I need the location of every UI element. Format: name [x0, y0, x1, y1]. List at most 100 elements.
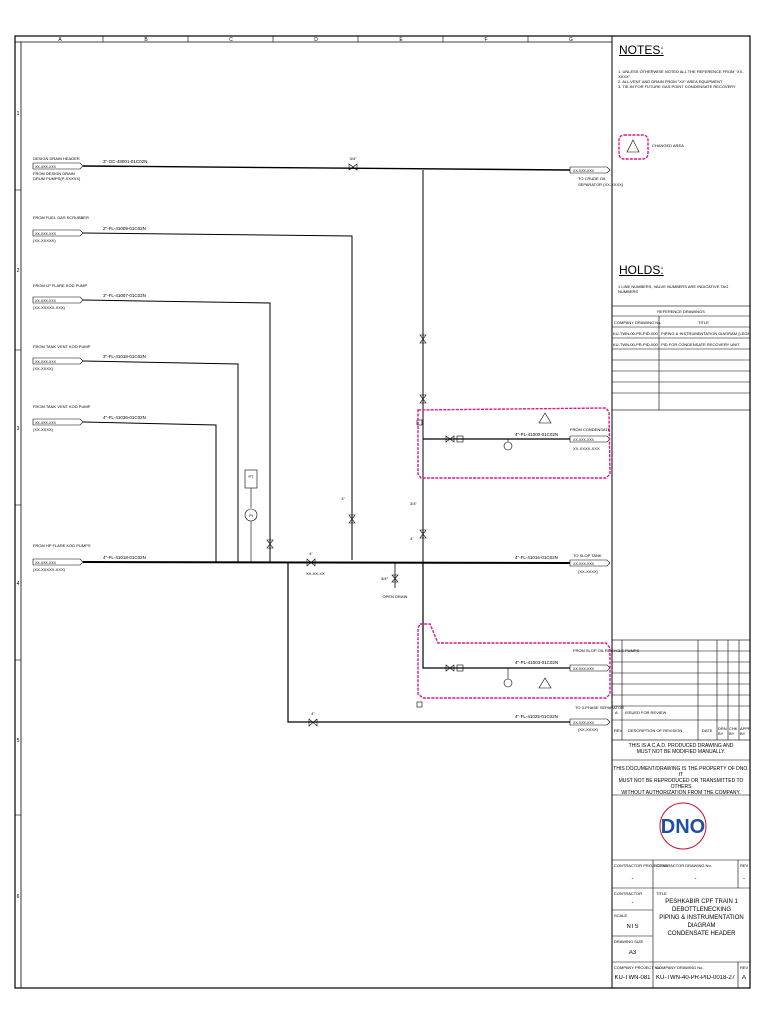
title-block-grid: [612, 759, 750, 988]
reference-row-1-number: KU-TWN-00-PR-PID-0001: [613, 331, 658, 336]
row-label-2: 2: [17, 268, 20, 274]
inlet-1-line-number: 3"-OC-48001-01C02N: [103, 159, 147, 164]
inlet-1-from-label: DESIGN DRAIN HEADER: [33, 156, 80, 161]
inlet-lp-flare: FROM LP FLARE KOD PUMP XX-XXX-XXX (XX-XX…: [32, 283, 146, 310]
inlet-6-sub: (XX-XXXXX-XXX): [33, 567, 66, 572]
contractor-project-label: CONTRACTOR PROJECT No.: [614, 863, 670, 868]
inlet-2-tag: XX-XXX-XXX: [35, 232, 57, 236]
outlet-2-sub: XX-XXXX-XXX: [573, 446, 600, 451]
lower-valve-icon: [308, 718, 318, 727]
column-label-a: A: [58, 37, 62, 43]
row-label-1: 1: [17, 111, 20, 117]
note-1: 1. UNLESS OTHERWISE NOTED ALL THE REFERE…: [618, 69, 744, 79]
inlet-3-from-label: FROM LP FLARE KOD PUMP: [33, 283, 87, 288]
inlet-3-line-number: 3"-FL-41007-01C02N: [103, 293, 146, 298]
outlet-condensate: FROM CONDENSATE XX-XXX-XXX XX-XXXX-XXX 4…: [515, 427, 611, 451]
column-label-d: D: [314, 37, 318, 43]
contractor-label: CONTRACTOR: [614, 891, 643, 896]
revision-table: [611, 639, 751, 741]
row-label-4: 4: [17, 581, 20, 587]
row-label-5: 5: [17, 738, 20, 744]
instruments: [244, 439, 513, 688]
inlet-hp-flare: FROM HP FLARE KOD PUMPS XX-XXX-XXX (XX-X…: [32, 543, 146, 572]
changed-area-legend-triangle: [626, 139, 640, 153]
outlet-3-to-label: TO SLOP TANK: [573, 553, 602, 558]
column-zone-markers: [102, 36, 529, 42]
inlet-6-line-number: 4"-FL-41018-01C02N: [103, 555, 146, 560]
property-notice-line-3: WITHOUT AUTHORIZATION FROM THE COMPANY.: [621, 790, 741, 796]
main-valve-size: 4": [309, 551, 313, 556]
pressure-transmitter-box: [244, 469, 258, 489]
outlet-3-phase: TO 3-PHASE SEPARATOR XX-XXX-XXX (XX-XXXX…: [515, 705, 624, 732]
contractor-drawing-value: -: [694, 876, 697, 882]
revision-header-chk: CHK BY: [729, 726, 738, 736]
inlet-1-tag: XX-XXX-XXX: [35, 165, 57, 169]
inlet-2-line-number: 2"-FL-41009-01C02N: [103, 226, 146, 231]
riser-valve-2-icon: [419, 394, 427, 404]
lp-flare-valve-icon: [266, 539, 274, 549]
note-2: 2. ALL VENT AND DRAIN FROM "XX" AREA EQU…: [618, 79, 723, 84]
fuel-gas-valve-icon: [348, 514, 356, 524]
property-notice-line-2: MUST NOT BE REPRODUCED OR TRANSMITTED TO…: [618, 778, 744, 790]
drawing-size-value: A3: [628, 950, 637, 956]
dno-logo-text: DNO: [661, 816, 705, 838]
revision-row-a-rev: A: [615, 710, 618, 715]
inlet-connectors: DESIGN DRAIN HEADER XX-XXX-XXX FROM DESI…: [32, 156, 147, 572]
cad-notice-line-1: THIS IS A C.A.D. PRODUCED DRAWING AND: [628, 743, 734, 749]
inlet-5-sub: (XX-XXXX): [33, 427, 54, 432]
changed-area-legend-cloud: [618, 134, 649, 160]
title-label: TITLE: [656, 891, 667, 896]
drain-size: 3/4": [381, 576, 389, 581]
inlet-tank-vent-2: FROM TANK VENT KOD PUMP XX-XXX-XXX (XX-X…: [32, 404, 146, 432]
contractor-project-value: -: [631, 876, 634, 882]
pressure-indicator-label: PI: [249, 513, 253, 518]
outlet-1-tag: XX-XXX-XXX: [573, 169, 595, 173]
main-valve-icon: [306, 558, 316, 567]
fuel-gas-line: [82, 232, 353, 560]
note-3: 3. TIE-IN FOR FUTURE GAS POINT CONDENSAT…: [618, 84, 736, 89]
inlet-5-from-label: FROM TANK VENT KOD PUMP: [33, 404, 91, 409]
tank-vent-1-line: [82, 360, 239, 563]
inlet-4-offpage-connector: [32, 357, 84, 365]
row-zone-markers: [15, 189, 21, 816]
revision-header-date: DATE: [702, 728, 713, 733]
inlet-3-offpage-connector: [32, 296, 84, 304]
inlet-4-line-number: 3"-FL-41018-01C02N: [103, 354, 146, 359]
rev-label: REV: [740, 863, 749, 868]
drawing-title-line-3: CONDENSATE HEADER: [667, 931, 736, 937]
design-drain-line: [82, 165, 571, 171]
inlet-2-from-label: FROM FUEL GAS SCRUBBER: [33, 215, 89, 220]
inlet-5-line-number: 4"-FL-41036-01C02N: [103, 415, 146, 420]
cad-notice: THIS IS A C.A.D. PRODUCED DRAWING AND MU…: [612, 743, 750, 755]
revision-triangle-upper: [538, 412, 552, 424]
hold-1: 1 LINE NUMBERS, VALVE NUMBERS ARE INDICA…: [618, 284, 729, 294]
top-valve-size: 3/4": [350, 156, 358, 161]
outlet-4-to-label: FROM SLOP OIL RECYCLE PUMPS: [573, 648, 640, 653]
reference-row-2-title: PID FOR CONDENSATE RECOVERY UNIT: [661, 342, 740, 347]
outlet-slop-tank: TO SLOP TANK XX-XXX-XXX (XX-XXXX) 4"-FL-…: [515, 553, 611, 574]
revision-clouds: [417, 407, 611, 699]
inlet-5-tag: XX-XXX-XXX: [35, 421, 57, 425]
outlet-2-tag: XX-XXX-XXX: [573, 438, 595, 442]
inlet-tank-vent-1: FROM TANK VENT KOD PUMP XX-XXX-XXX (XX-X…: [32, 344, 146, 371]
instrument-bubble-2: [503, 678, 513, 688]
inlet-3-sub: (XX-XXXXX-XXX): [33, 305, 66, 310]
branch-3-size: 4": [410, 536, 414, 541]
column-label-b: B: [144, 37, 148, 43]
revision-header-desc: DESCRIPTION OF REVISION: [628, 728, 683, 733]
drain-destination: OPEN DRAIN: [383, 594, 408, 599]
revision-triangles: [538, 412, 552, 689]
inlet-4-tag: XX-XXX-XXX: [35, 360, 57, 364]
lp-flare-line: [82, 299, 271, 563]
inlet-6-offpage-connector: [32, 558, 84, 566]
drawing-title-line-2: PIPING & INSTRUMENTATION DIAGRAM: [659, 915, 744, 929]
scale-label: SCALE: [614, 913, 628, 918]
rev2-value: A: [741, 975, 746, 981]
inlet-design-drain: DESIGN DRAIN HEADER XX-XXX-XXX FROM DESI…: [32, 156, 147, 181]
holds-title: HOLDS:: [619, 263, 664, 277]
outlet-3-line-number: 4"-FL-41016-01C02N: [515, 555, 558, 560]
company-drawing-label: COMPANY DRAWING No.: [656, 965, 704, 970]
outlet-slop-oil: FROM SLOP OIL RECYCLE PUMPS XX-XXX-XXX 4…: [515, 648, 640, 672]
reference-col-title: TITLE: [698, 320, 709, 325]
